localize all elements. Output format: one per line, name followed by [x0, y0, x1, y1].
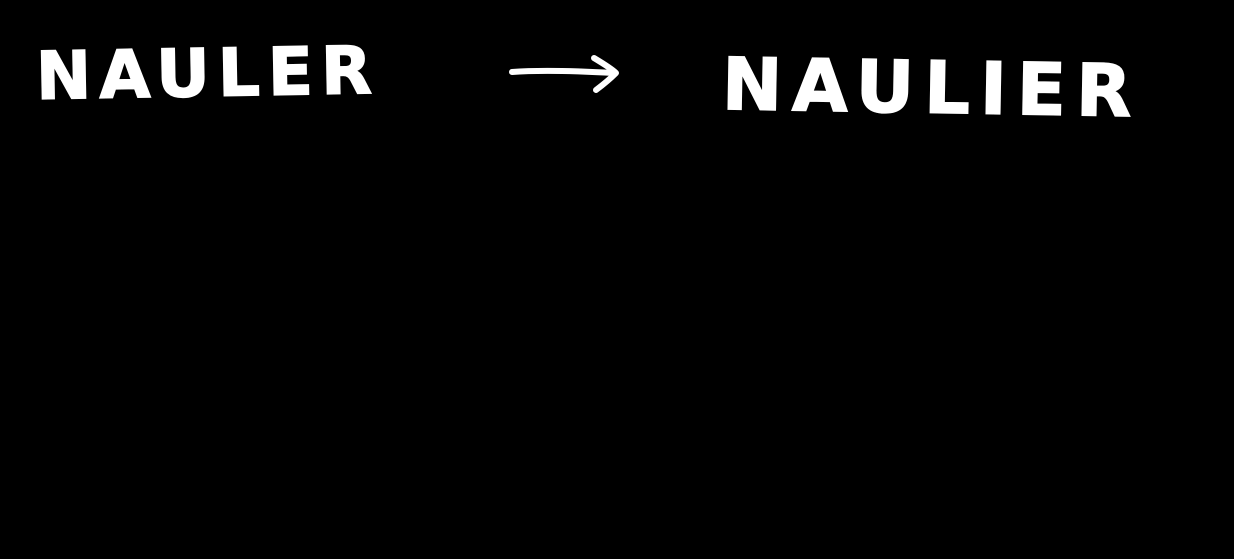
corrected-word: NAULIER	[721, 41, 1143, 134]
right-arrow-icon	[509, 55, 619, 93]
original-word: NAULER	[35, 31, 382, 115]
